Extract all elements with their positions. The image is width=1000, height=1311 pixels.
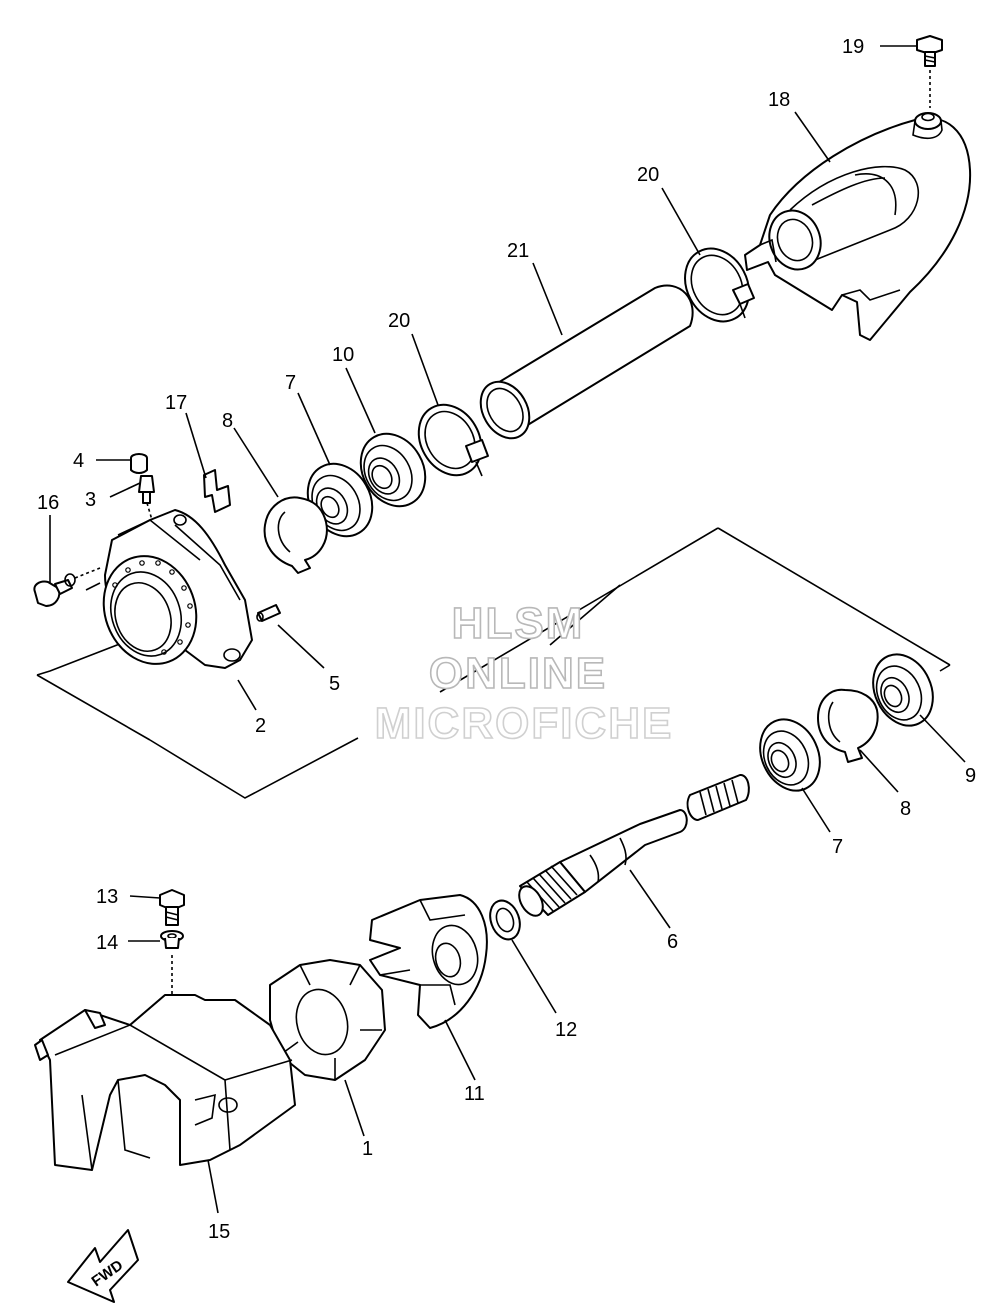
callout-labels: 19 18 20 21 20 10 7 8 17 4 3 16 5 2 9 8 … <box>37 36 976 1243</box>
callout-7-lower: 7 <box>832 836 843 858</box>
watermark: HLSM ONLINE MICROFICHE <box>374 598 674 749</box>
callout-4: 4 <box>73 450 84 472</box>
callout-1: 1 <box>362 1138 373 1160</box>
callout-18: 18 <box>768 89 790 111</box>
part-11-impeller <box>369 894 488 1029</box>
part-16-bolt <box>33 567 101 607</box>
part-21-hose <box>479 284 694 440</box>
callout-11: 11 <box>464 1083 485 1105</box>
callout-17: 17 <box>165 392 187 414</box>
watermark-line-1: HLSM <box>452 599 585 648</box>
part-5-pin <box>256 604 281 622</box>
callout-6: 6 <box>667 931 678 953</box>
part-9-bearing <box>872 653 934 727</box>
part-14-washer <box>160 930 184 995</box>
callout-20-upper: 20 <box>637 164 659 186</box>
part-15-cover <box>34 994 296 1171</box>
part-10-bearing <box>359 432 427 508</box>
callout-5: 5 <box>329 673 340 695</box>
callout-19: 19 <box>842 36 864 58</box>
housing-bolt-holes <box>112 560 193 655</box>
callout-12: 12 <box>555 1019 577 1041</box>
callout-21: 21 <box>507 240 529 262</box>
callout-15: 15 <box>208 1221 230 1243</box>
callout-14: 14 <box>96 932 118 954</box>
callout-10: 10 <box>332 344 354 366</box>
part-1-liner <box>269 959 386 1081</box>
part-8-circlip-lower <box>817 688 879 763</box>
leader-lines <box>49 45 966 1214</box>
part-20-hose-clamp-lower <box>417 403 489 477</box>
callout-2: 2 <box>255 715 266 737</box>
part-7-bearing-lower <box>759 718 821 792</box>
watermark-line-2: ONLINE <box>429 649 607 698</box>
callout-13: 13 <box>96 886 118 908</box>
part-2-pump-housing <box>102 509 253 669</box>
callout-16: 16 <box>37 492 59 514</box>
watermark-line-3: MICROFICHE <box>375 699 674 748</box>
part-4-cap <box>130 453 148 474</box>
part-6-drive-shaft <box>518 774 750 917</box>
part-19-bolt <box>916 35 943 108</box>
part-18-nozzle <box>744 112 972 341</box>
callout-9: 9 <box>965 765 976 787</box>
part-3-fitting <box>138 475 155 521</box>
part-13-bolt <box>159 889 185 926</box>
callout-8-lower: 8 <box>900 798 911 820</box>
part-12-ring <box>489 899 521 941</box>
callout-7-upper: 7 <box>285 372 296 394</box>
forward-arrow-icon: FWD <box>67 1229 139 1303</box>
callout-20-lower: 20 <box>388 310 410 332</box>
callout-8-upper: 8 <box>222 410 233 432</box>
part-8-circlip-upper <box>263 496 328 574</box>
part-17-plate <box>203 469 231 513</box>
callout-3: 3 <box>85 489 96 511</box>
assembly-boundary <box>36 527 951 799</box>
